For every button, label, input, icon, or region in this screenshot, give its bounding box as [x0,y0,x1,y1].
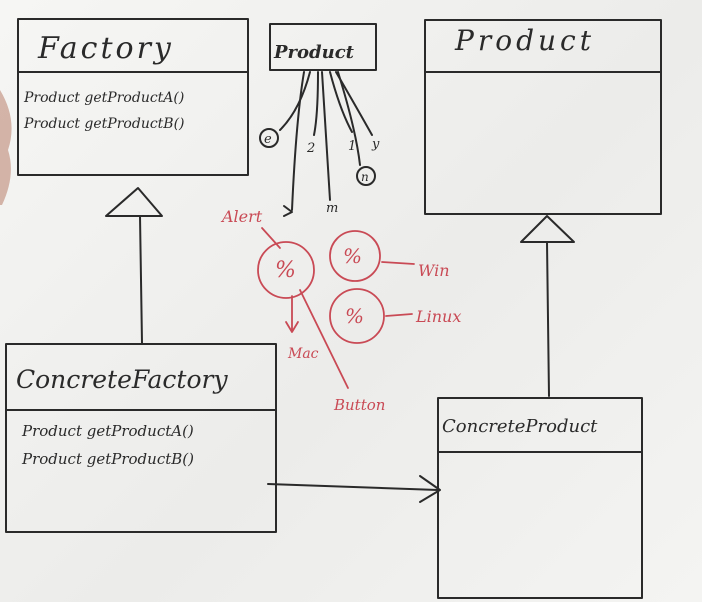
button-label: Button [333,396,385,414]
win-label: Win [418,261,450,280]
linux-label: Linux [415,307,461,326]
alert-label: Alert [220,207,263,226]
product-note-box [269,23,377,71]
concrete-factory-method-1: Product getProductA() [21,422,194,440]
branch-label-1: 1 [348,139,356,154]
linux-pointer [385,313,413,317]
variant-circle-mac [257,241,315,299]
product-inheritance-arrow [520,215,575,397]
factory-title: Factory [37,31,174,66]
branch-end-circle-2 [356,166,376,186]
variant-circle-linux-symbol: % [345,304,364,328]
product-branch-line-3 [313,71,319,136]
variant-circle-mac-symbol: % [275,258,296,283]
factory-inheritance-triangle [105,187,163,217]
alert-pointer [261,227,281,249]
factory-inheritance-arrow [105,187,163,344]
mac-label: Mac [287,346,319,362]
concrete-factory-title: ConcreteFactory [16,365,228,394]
concrete-product-box [437,397,643,599]
product-note: Product e 2 1 y n m [259,23,380,217]
product-branch-line-5 [329,71,353,133]
concrete-factory-box [5,343,277,533]
product-inheritance-line [546,241,550,397]
variant-circle-win [329,230,381,282]
factory-inheritance-line [139,215,143,344]
product-inheritance-triangle [520,215,575,243]
presenter-hand [0,90,12,205]
product-class: Product [424,19,662,215]
win-pointer [381,261,415,265]
branch-label-n: n [361,170,369,184]
product-branch-line-2 [279,71,311,131]
branch-label-e: e [264,132,272,147]
branch-arrowhead [283,205,293,217]
platform-annotations: Alert % % % Win Linux Mac Button [220,207,461,414]
concrete-factory-method-2: Product getProductB() [21,450,194,468]
product-branch-line-1 [291,71,305,211]
product-branch-line-7 [337,71,361,166]
creates-arrow [267,475,441,503]
product-note-title: Product [273,42,355,63]
concrete-product-title: ConcreteProduct [442,416,598,437]
variant-circle-linux [329,288,385,344]
product-title: Product [454,24,595,57]
factory-class: Factory Product getProductA() Product ge… [17,18,249,176]
branch-end-circle-1 [259,128,279,148]
branch-label-m: m [326,201,338,216]
factory-method-2: Product getProductB() [23,116,185,132]
factory-method-1: Product getProductA() [23,90,184,106]
creates-arrow-line [267,483,439,491]
variant-circle-win-symbol: % [343,244,362,268]
creates-arrowhead [419,475,441,503]
factory-box [17,18,249,176]
button-pointer [299,289,349,389]
branch-label-y: y [371,137,380,152]
branch-label-2: 2 [306,141,315,156]
concrete-product-class: ConcreteProduct [437,397,643,599]
product-branch-line-4 [321,71,331,201]
mac-arrow [285,295,299,333]
concrete-factory-class: ConcreteFactory Product getProductA() Pr… [5,343,277,533]
product-box [424,19,662,215]
